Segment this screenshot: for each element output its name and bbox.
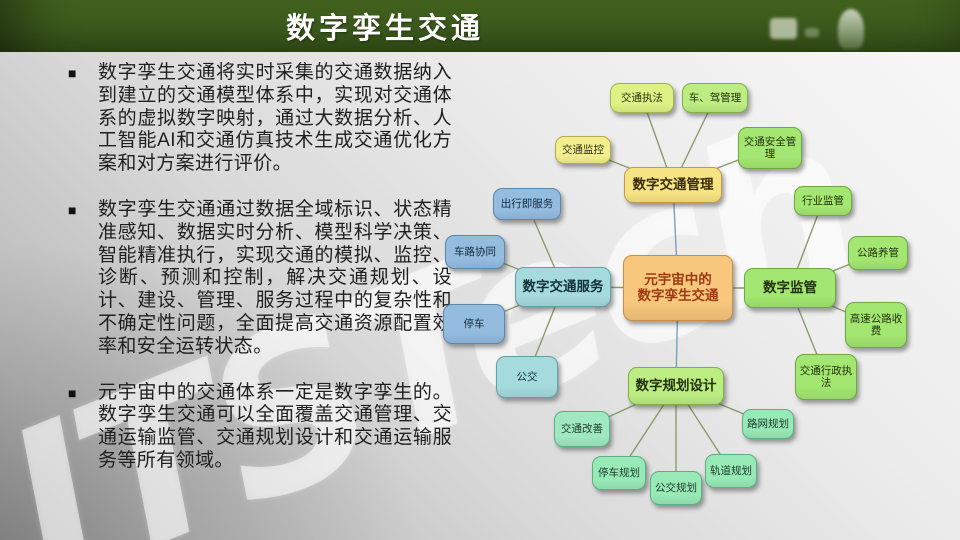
bullet-list: ■ 数字孪生交通将实时采集的交通数据纳入到建立的交通模型体系中，实现对交通体系的虚… — [68, 62, 452, 496]
mindmap-node-jg[interactable]: 数字监管 — [744, 268, 836, 308]
mindmap-node-gjgh[interactable]: 公交规划 — [650, 471, 702, 505]
mindmap-node-glyg[interactable]: 公路养管 — [848, 236, 908, 270]
corner-shadow — [0, 240, 420, 540]
bullet-item: ■ 数字孪生交通通过数据全域标识、状态精准感知、数据实时分析、模型科学决策、智能精… — [68, 199, 452, 359]
mindmap-node-xzzf[interactable]: 交通行政执 法 — [795, 354, 857, 400]
bullet-text: 元宇宙中的交通体系一定是数字孪生的。数字孪生交通可以全面覆盖交通管理、交通运输监… — [98, 381, 452, 471]
header-logo — [770, 6, 900, 50]
mindmap-node-gsgl[interactable]: 高速公路收 费 — [845, 302, 907, 348]
mindmap-node-tcgh[interactable]: 停车规划 — [592, 456, 646, 490]
slide-title: 数字孪生交通 — [285, 13, 484, 45]
mindmap-node-plan[interactable]: 数字规划设计 — [628, 367, 724, 405]
logo-mark-icon — [838, 9, 864, 49]
bullet-marker-icon: ■ — [68, 201, 77, 218]
mindmap-node-cxjf[interactable]: 出行即服务 — [493, 188, 561, 220]
mindmap-node-gj[interactable]: 公交 — [496, 356, 558, 398]
bullet-marker-icon: ■ — [68, 384, 77, 401]
mindmap-node-cjgl[interactable]: 车、驾管理 — [682, 83, 748, 113]
mindmap-node-jtgs[interactable]: 交通改善 — [554, 411, 610, 447]
mindmap-node-jtjk[interactable]: 交通监控 — [555, 136, 611, 164]
mindmap-node-mgmt[interactable]: 数字交通管理 — [624, 167, 722, 203]
mindmap-node-clxt[interactable]: 车路协同 — [445, 235, 505, 269]
mindmap-node-jtzf[interactable]: 交通执法 — [610, 83, 674, 113]
logo-mark-icon — [805, 28, 819, 37]
mindmap-node-center[interactable]: 元宇宙中的 数字孪生交通 — [623, 255, 733, 321]
bullet-text: 数字孪生交通通过数据全域标识、状态精准感知、数据实时分析、模型科学决策、智能精准… — [98, 198, 452, 357]
mindmap-node-tc[interactable]: 停车 — [443, 304, 505, 344]
mindmap-node-svc[interactable]: 数字交通服务 — [515, 267, 611, 307]
title-bar: 数字孪生交通 — [0, 0, 960, 52]
bullet-text: 数字孪生交通将实时采集的交通数据纳入到建立的交通模型体系中，实现对交通体系的虚拟… — [98, 62, 452, 175]
mindmap-node-gdgh[interactable]: 轨道规划 — [705, 454, 757, 488]
mindmap-node-lwgh[interactable]: 路网规划 — [742, 409, 794, 439]
bullet-marker-icon: ■ — [68, 65, 77, 81]
logo-mark-icon — [770, 18, 797, 39]
bullet-item: ■ 数字孪生交通将实时采集的交通数据纳入到建立的交通模型体系中，实现对交通体系的虚… — [68, 62, 452, 176]
bullet-item: ■ 元宇宙中的交通体系一定是数字孪生的。数字孪生交通可以全面覆盖交通管理、交通运输… — [68, 382, 452, 473]
mindmap-node-aqgl[interactable]: 交通安全管 理 — [738, 127, 802, 169]
mindmap-node-hyjg[interactable]: 行业监管 — [794, 186, 852, 216]
